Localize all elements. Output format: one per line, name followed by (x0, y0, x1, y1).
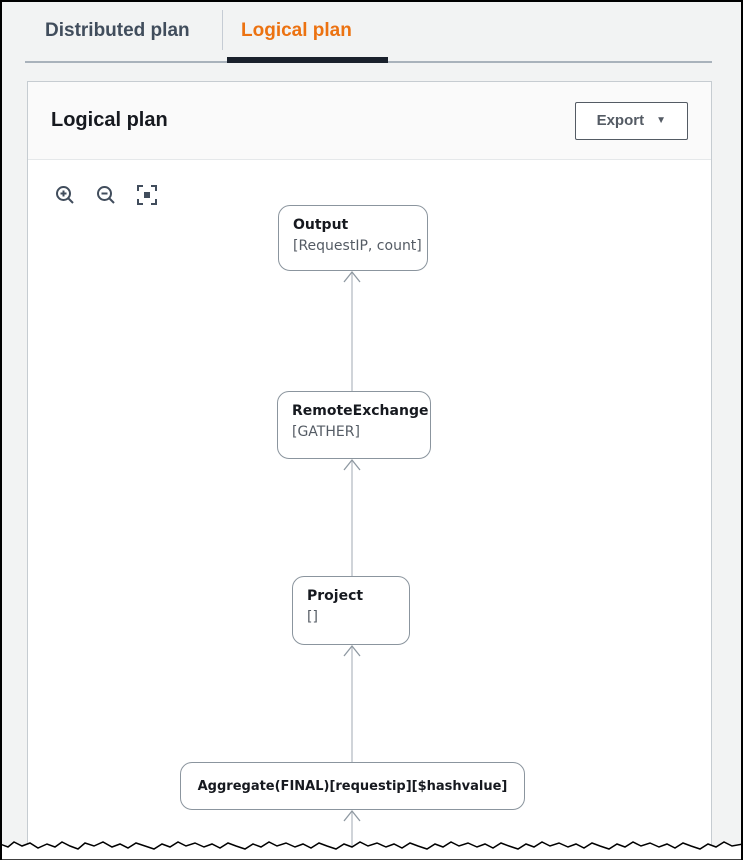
diagram-canvas: Output [RequestIP, count] RemoteExchange… (28, 160, 711, 859)
export-button[interactable]: Export ▼ (574, 101, 688, 140)
node-title: RemoteExchange (292, 403, 429, 419)
node-title: Project (307, 588, 364, 604)
plan-node-remote-exchange[interactable]: RemoteExchange [GATHER] (277, 391, 431, 459)
plan-node-aggregate[interactable]: Aggregate(FINAL)[requestip][$hashvalue] (180, 762, 525, 810)
tab-distributed-plan[interactable]: Distributed plan (45, 20, 190, 41)
panel-header: Logical plan Export ▼ (28, 82, 711, 160)
export-button-label: Export (596, 112, 645, 129)
node-subtitle: [GATHER] (292, 424, 360, 440)
node-subtitle: [] (307, 609, 318, 625)
node-subtitle: [RequestIP, count] (293, 238, 422, 254)
tab-logical-plan[interactable]: Logical plan (241, 20, 352, 41)
arrowheads (343, 270, 361, 822)
active-tab-underline (227, 57, 388, 63)
logical-plan-panel: Logical plan Export ▼ (27, 81, 712, 860)
plan-node-output[interactable]: Output [RequestIP, count] (278, 205, 428, 271)
tab-divider (222, 10, 223, 50)
chevron-down-icon: ▼ (656, 114, 666, 126)
plan-tabs: Distributed plan Logical plan (2, 2, 741, 63)
zoom-in-icon[interactable] (54, 184, 76, 206)
fit-to-screen-icon[interactable] (136, 184, 158, 206)
zoom-out-icon[interactable] (95, 184, 117, 206)
plan-node-project[interactable]: Project [] (292, 576, 410, 645)
page-title: Logical plan (51, 109, 168, 131)
diagram-toolbar (54, 184, 158, 206)
node-title: Output (293, 217, 349, 233)
node-title: Aggregate(FINAL)[requestip][$hashvalue] (197, 778, 508, 794)
